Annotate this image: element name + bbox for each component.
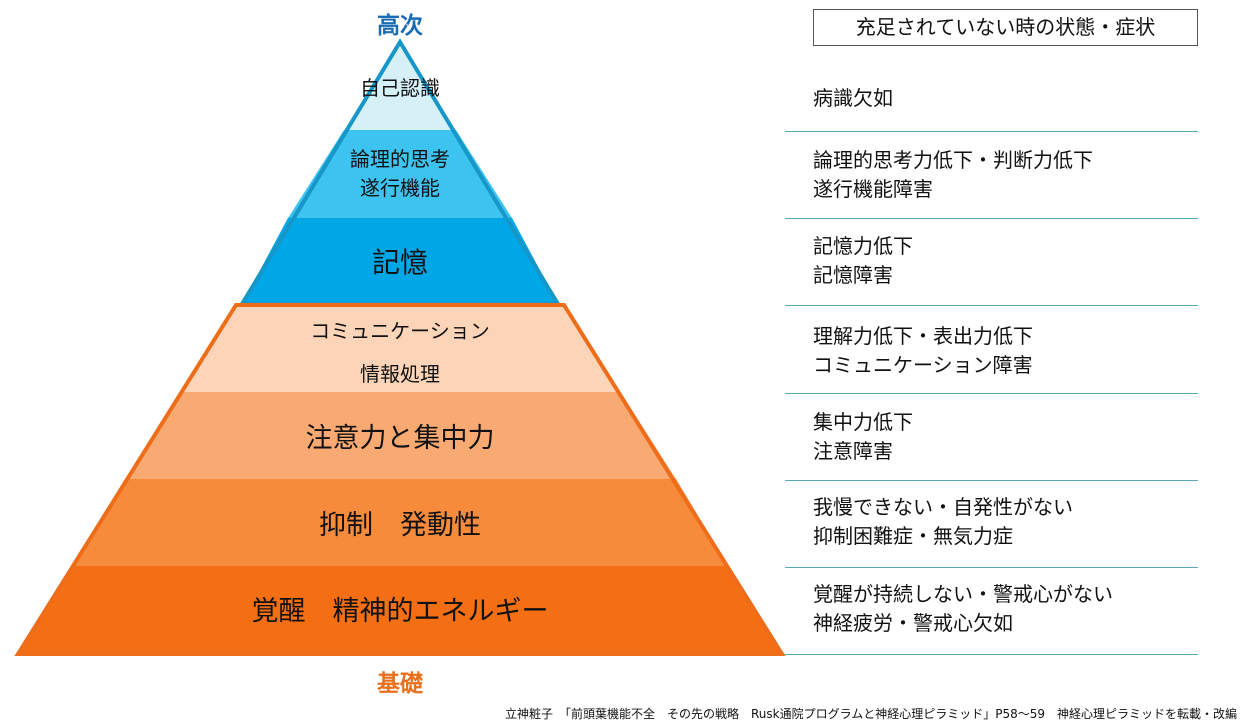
symptom-inhibition: 我慢できない・自発性がない 抑制困難症・無気力症 bbox=[813, 495, 1073, 548]
symptom-communication: 理解力低下・表出力低下 コミュニケーション障害 bbox=[813, 324, 1033, 377]
row-divider bbox=[785, 218, 1198, 219]
level-label-logical-thinking: 論理的思考 遂行機能 bbox=[350, 147, 450, 200]
symptom-arousal: 覚醒が持続しない・警戒心がない 神経疲労・警戒心欠如 bbox=[813, 582, 1113, 635]
row-divider bbox=[785, 305, 1198, 306]
level-label-inhibition: 抑制 発動性 bbox=[319, 510, 481, 541]
row-divider bbox=[785, 480, 1198, 481]
bottom-label: 基礎 bbox=[377, 671, 423, 697]
pyramid-band-inhibition bbox=[73, 479, 728, 566]
citation: 立神粧子 「前頭葉機能不全 その先の戦略 Rusk通院プログラムと神経心理ピラミ… bbox=[504, 707, 1237, 721]
top-label: 高次 bbox=[377, 13, 423, 39]
symptom-memory: 記憶力低下 記憶障害 bbox=[813, 234, 913, 287]
pyramid-band-arousal bbox=[18, 566, 782, 654]
pyramid-band-logical-thinking bbox=[288, 130, 512, 218]
row-divider bbox=[785, 567, 1198, 568]
symptom-attention: 集中力低下 注意障害 bbox=[813, 410, 913, 463]
level-label-communication: コミュニケーション 情報処理 bbox=[310, 319, 490, 386]
pyramid-band-communication bbox=[181, 305, 620, 392]
pyramid-lower-outline bbox=[14, 303, 786, 656]
symptoms-header: 充足されていない時の状態・症状 bbox=[813, 9, 1198, 46]
level-label-attention: 注意力と集中力 bbox=[305, 423, 495, 454]
pyramid-band-memory bbox=[242, 218, 558, 304]
pyramid-band-attention bbox=[125, 392, 676, 479]
level-label-self-awareness: 自己認識 bbox=[360, 76, 440, 100]
pyramid-band-self-awareness bbox=[344, 42, 456, 130]
symptom-logical-thinking: 論理的思考力低下・判断力低下 遂行機能障害 bbox=[813, 148, 1093, 201]
row-divider bbox=[785, 654, 1198, 655]
symptom-self-awareness: 病識欠如 bbox=[813, 86, 893, 110]
level-label-memory: 記憶 bbox=[371, 246, 428, 279]
level-label-arousal: 覚醒 精神的エネルギー bbox=[251, 596, 549, 627]
row-divider bbox=[785, 393, 1198, 394]
row-divider bbox=[785, 131, 1198, 132]
